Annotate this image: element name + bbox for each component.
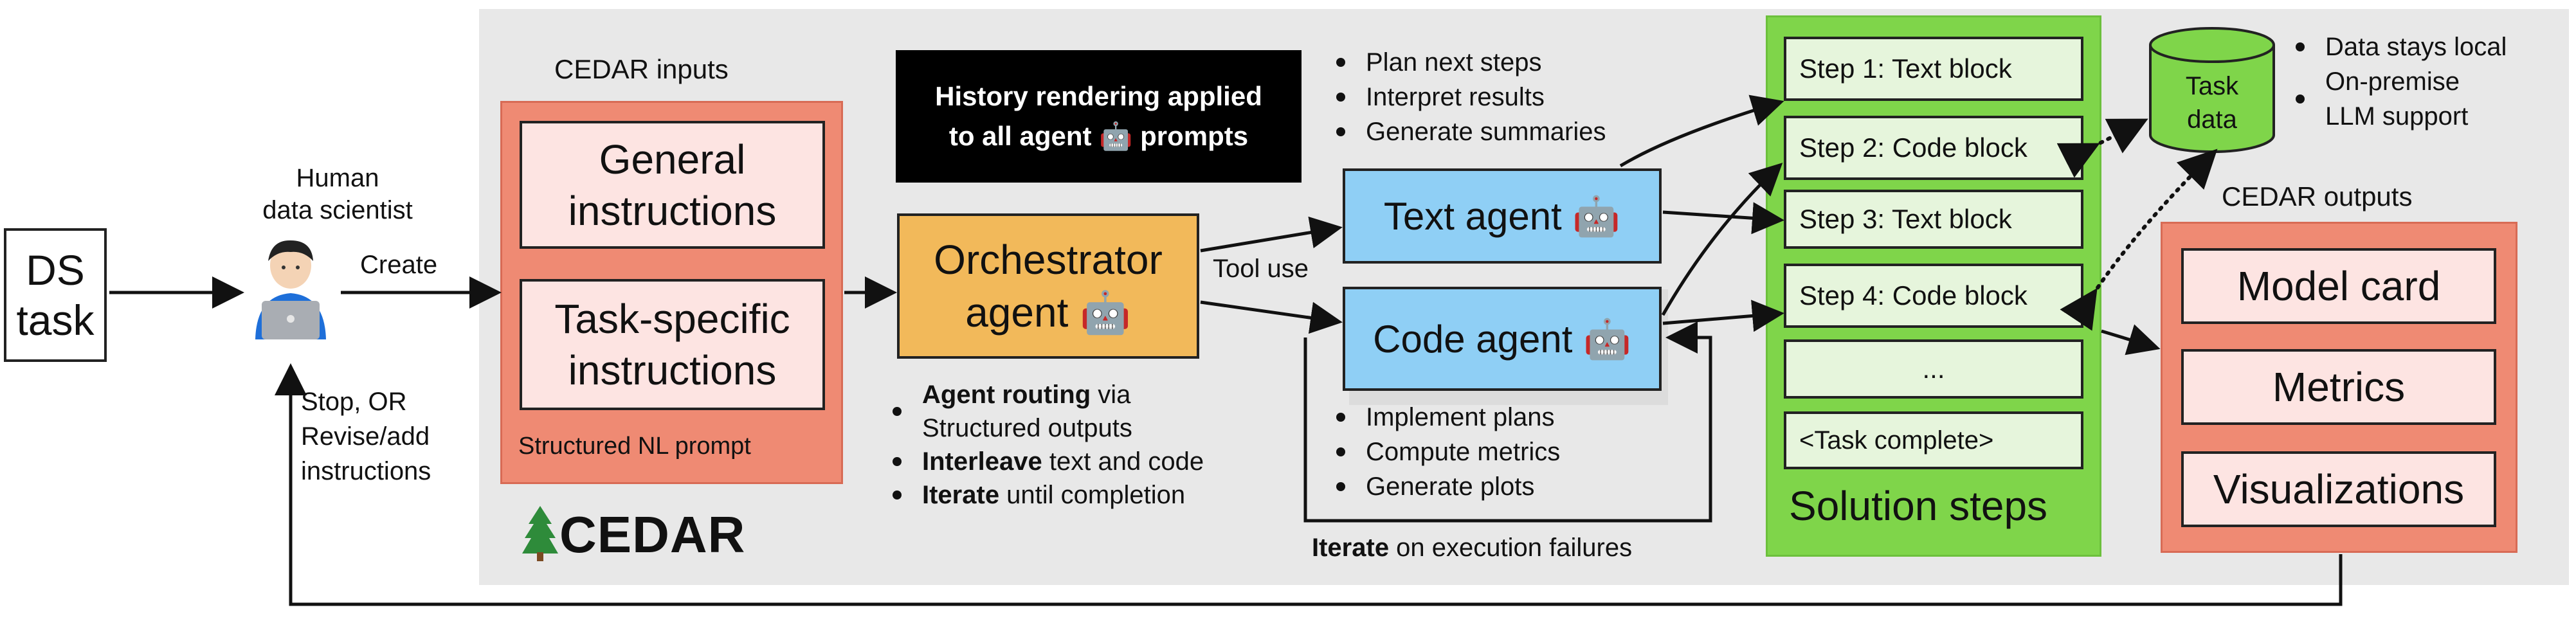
step-ellipsis-box: ... [1784,339,2083,399]
arrow-orchestrator-to-text [1200,216,1343,253]
orchestrator-agent-label: Orchestrator agent 🤖 [934,237,1163,336]
history-note-box: History rendering applied to all agent 🤖… [896,50,1302,183]
orchestrator-note-routing: Agent routing via Structured outputs [886,378,1204,445]
data-note-local: Data stays local [2289,30,2507,64]
history-note-label: History rendering applied to all agent 🤖… [935,81,1262,151]
database-cylinder-icon [2148,26,2276,154]
arrow-code-to-step4 [1662,300,1784,332]
structured-prompt-label: Structured NL prompt [518,433,751,460]
text-agent-label: Text agent 🤖 [1383,194,1621,238]
dotted-step4-data [2060,148,2218,331]
code-agent-task: Generate plots [1330,469,1560,504]
data-notes: Data stays local On-premise LLM support [2289,30,2507,134]
code-agent-task: Compute metrics [1330,435,1560,469]
step-3-box: Step 3: Text block [1784,190,2083,249]
create-label: Create [360,251,438,279]
text-agent-task: Generate summaries [1330,114,1606,149]
step-1-box: Step 1: Text block [1784,37,2083,101]
tool-use-label: Tool use [1213,255,1309,283]
step-2-box: Step 2: Code block [1784,116,2083,180]
arrow-text-to-step3 [1662,202,1784,235]
cedar-logo-text: CEDAR [559,506,746,563]
code-agent-box: Code agent 🤖 [1343,287,1662,391]
ds-task-label: DS task [16,246,95,344]
feedback-label: Stop, OR Revise/add instructions [301,388,431,485]
cedar-inputs-title: CEDAR inputs [554,54,729,84]
arrow-code-to-step2 [1661,163,1783,316]
output-metrics-box: Metrics [2181,349,2496,425]
orchestrator-note-interleave: Interleave text and code [886,445,1204,478]
task-specific-instructions-label: Task-specific instructions [554,296,790,393]
arrow-steps-to-outputs [2101,324,2161,356]
task-data-label: Task data [2185,72,2239,134]
output-model-card-box: Model card [2181,248,2496,324]
code-agent-label: Code agent 🤖 [1373,317,1631,361]
cedar-outputs-title: CEDAR outputs [2222,181,2413,212]
code-agent-tasks: Implement plans Compute metrics Generate… [1330,400,1560,504]
text-agent-task: Plan next steps [1330,45,1606,80]
arrow-feedback-to-human [275,363,2343,606]
general-instructions-box: General instructions [520,121,825,249]
arrow-orchestrator-to-code [1200,300,1343,334]
text-agent-task: Interpret results [1330,80,1606,114]
orchestrator-agent-box: Orchestrator agent 🤖 [897,213,1199,359]
dotted-step2-data [2056,118,2148,178]
data-note-onpremise: On-premise LLM support [2289,64,2507,134]
step-4-box: Step 4: Code block [1784,264,2083,328]
laptop-person-icon [249,237,332,339]
arrow-text-to-step1 [1619,94,1784,168]
text-agent-tasks: Plan next steps Interpret results Genera… [1330,45,1606,149]
human-label: Human data scientist [262,164,413,224]
iterate-note: Iterate on execution failures [1312,534,1633,562]
output-visualizations-box: Visualizations [2181,451,2496,527]
text-agent-box: Text agent 🤖 [1343,168,1662,264]
orchestrator-note-iterate: Iterate until completion [886,478,1204,512]
solution-steps-title: Solution steps [1789,483,2048,529]
ds-task-box: DS task [4,228,107,362]
arrow-code-iterate-loop [1303,321,1712,523]
code-agent-task: Implement plans [1330,400,1560,435]
task-complete-box: <Task complete> [1784,411,2083,469]
tree-icon [521,505,559,562]
general-instructions-label: General instructions [568,136,777,234]
task-specific-instructions-box: Task-specific instructions [520,279,825,410]
orchestrator-notes: Agent routing via Structured outputs Int… [886,378,1204,512]
